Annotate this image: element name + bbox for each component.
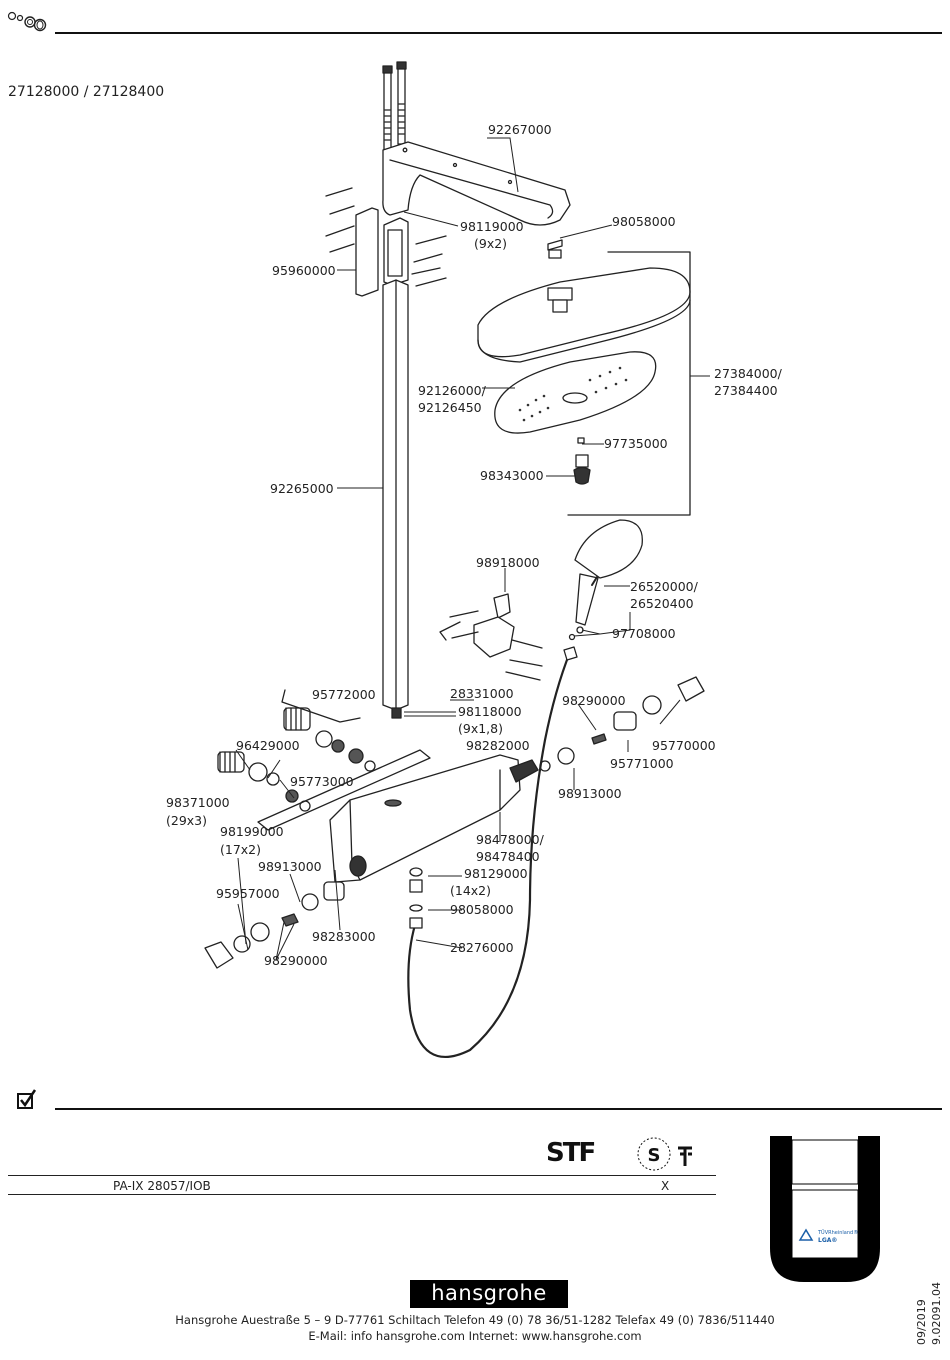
kiwa-certification-logo: S [637,1137,692,1171]
checkbox-checked-icon [17,1089,37,1109]
part-label: 98283000 [312,929,376,944]
part-label: 95771000 [610,756,674,771]
part-label: 98058000 [612,214,676,229]
table-line [8,1194,716,1195]
overhead-shower [477,239,691,434]
part-label: 95770000 [652,738,716,753]
lga-text: LGA® [818,1237,838,1244]
part-label: 98478000/ [476,832,544,847]
part-label: 98913000 [258,859,322,874]
doc-date: 09/2019 [915,1299,928,1345]
part-label: 26520000/ [630,579,698,594]
part-label: 92126450 [418,400,482,415]
bottom-small-parts [409,867,423,929]
part-label: (17x2) [220,842,262,857]
model-numbers: 27128000 / 27128400 [8,84,165,100]
part-label: 95773000 [290,774,354,789]
part-label: 97735000 [604,436,668,451]
part-label: 96429000 [236,738,300,753]
part-label: (14x2) [450,883,492,898]
shower-hose [407,650,572,1059]
svg-text:S: S [648,1145,661,1166]
header-rule [55,32,942,34]
part-label: 92126000/ [418,383,486,398]
long-bolt [382,61,407,151]
right-valve-parts [509,676,705,783]
thermostat-body [257,749,521,883]
hansgrohe-logo: hansgrohe [410,1280,568,1308]
shower-rail [382,279,409,719]
part-label: 97708000 [612,626,676,641]
footer-address: Hansgrohe Auestraße 5 – 9 D-77761 Schilt… [175,1313,775,1327]
part-label: 98282000 [466,738,530,753]
wall-bracket [325,187,447,297]
nozzle-dots [518,366,628,422]
part-label: 98913000 [558,786,622,801]
part-label: 98290000 [264,953,328,968]
tool-parts-icon [7,11,47,32]
stf-logo: STF [546,1138,596,1168]
part-label: 98199000 [220,824,284,839]
shower-arm [382,141,571,226]
part-label: 98118000 [458,704,522,719]
hand-shower [568,519,643,641]
table-line [8,1175,716,1176]
mark-x: X [661,1179,670,1193]
part-label: 98119000 [460,219,524,234]
doc-number: 9.02091.04 [930,1282,943,1345]
quality-badge: TÜVRheinland® LGA® [770,1136,880,1282]
part-label: 27384000/ [714,366,782,381]
part-label: (29x3) [166,813,208,828]
part-label: 98129000 [464,866,528,881]
part-label: 28276000 [450,940,514,955]
standard-text: PA-IX 28057/IOB [113,1179,211,1193]
part-label: 98343000 [480,468,544,483]
part-label: 92265000 [270,481,334,496]
part-label: 27384400 [714,383,778,398]
footer-contact: E-Mail: info hansgrohe.com Internet: www… [308,1329,642,1343]
part-label: 28331000 [450,686,514,701]
part-label: 98371000 [166,795,230,810]
part-label: (9x1,8) [458,721,503,736]
part-label: 92267000 [488,122,552,137]
shower-holder [439,593,543,681]
part-label: 95957000 [216,886,280,901]
jet-insert [573,437,591,485]
cert-rule [55,1108,942,1110]
part-label: 98058000 [450,902,514,917]
part-label: (9x2) [474,236,508,251]
part-label: 95772000 [312,687,376,702]
tuv-text: TÜVRheinland® [818,1230,859,1236]
bottom-left-parts [204,881,345,969]
part-label: 98290000 [562,693,626,708]
part-label: 26520400 [630,596,694,611]
part-label: 98918000 [476,555,540,570]
exploded-parts-drawing [204,61,710,1059]
part-label: 98478400 [476,849,540,864]
part-label: 95960000 [272,263,336,278]
